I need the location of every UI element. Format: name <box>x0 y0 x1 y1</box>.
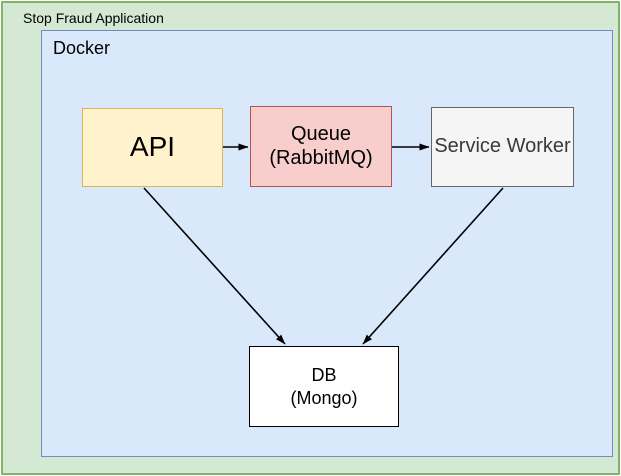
docker-container: Docker API Queue (RabbitMQ) Service Work… <box>41 30 613 457</box>
node-db-mongo: DB (Mongo) <box>249 346 399 427</box>
node-service-worker: Service Worker <box>431 107 574 187</box>
node-api-label: API <box>129 131 176 163</box>
edge-api-to-db <box>143 187 286 345</box>
node-db-mongo-label: DB (Mongo) <box>290 365 358 408</box>
edge-service-worker-to-db <box>362 187 504 345</box>
stop-fraud-application-label: Stop Fraud Application <box>23 10 164 26</box>
node-queue-rabbitmq: Queue (RabbitMQ) <box>250 106 392 187</box>
node-service-worker-label: Service Worker <box>434 135 571 158</box>
node-api: API <box>82 108 223 187</box>
node-queue-rabbitmq-label: Queue (RabbitMQ) <box>269 122 373 169</box>
docker-label: Docker <box>53 38 111 58</box>
